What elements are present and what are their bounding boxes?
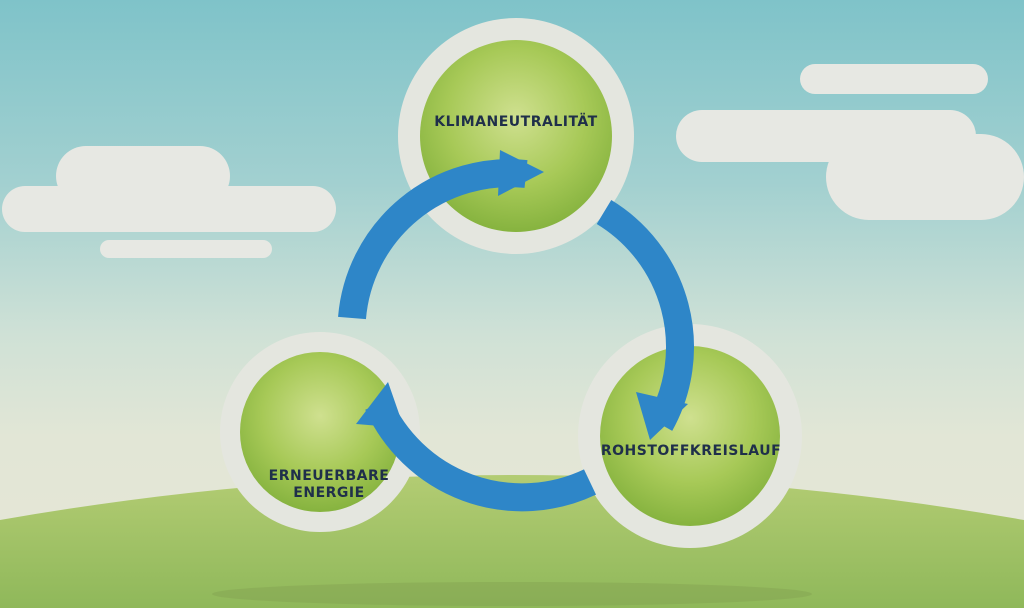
arrowheads xyxy=(356,150,688,440)
arrowhead-bottom xyxy=(356,382,404,428)
arrow-left-to-top xyxy=(338,159,528,320)
cycle-arrows xyxy=(338,159,694,512)
cloud-right xyxy=(676,64,1024,220)
label-erneuerbare-line1: ERNEUERBARE xyxy=(268,468,390,484)
node-rohstoffkreislauf xyxy=(600,346,780,526)
node-klimaneutralitaet xyxy=(420,40,612,232)
arrowhead-top xyxy=(498,150,544,196)
label-erneuerbare-energie: ERNEUERBARE ENERGIE xyxy=(244,468,414,502)
label-erneuerbare-line2: ENERGIE xyxy=(293,485,365,501)
label-klimaneutralitaet: KLIMANEUTRALITÄT xyxy=(434,114,598,130)
arrow-right-to-left xyxy=(365,398,597,512)
node-erneuerbare-energie xyxy=(240,352,400,512)
arrowhead-right xyxy=(636,392,688,440)
ground-shadow xyxy=(212,582,812,606)
label-rohstoffkreislauf: ROHSTOFFKREISLAUF xyxy=(600,443,782,459)
arrow-top-to-right xyxy=(596,200,694,431)
cloud-left xyxy=(2,146,336,258)
